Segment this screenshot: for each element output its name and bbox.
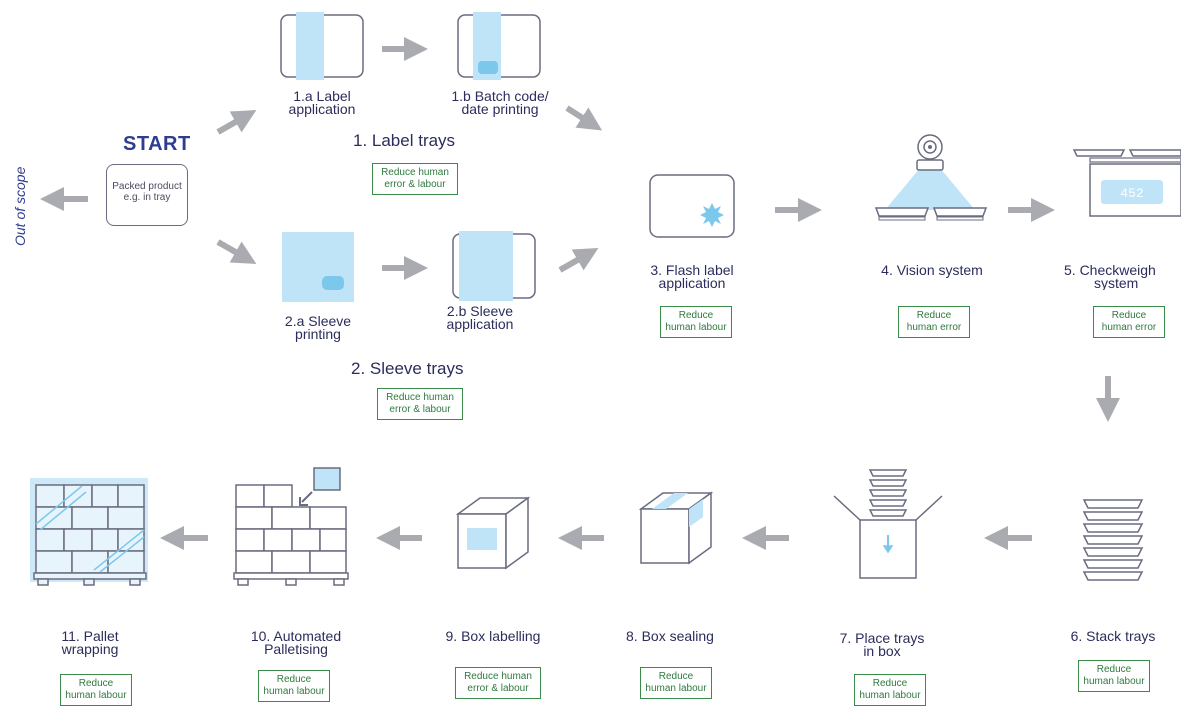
start-title: START (123, 133, 191, 155)
vision-camera-icon (874, 134, 988, 221)
step-4-label: 4. Vision system (881, 262, 983, 278)
start-box-line1: Packed product (112, 181, 182, 192)
step-1b-label: 1.b Batch code/date printing (451, 88, 549, 117)
start-box-line2: e.g. in tray (123, 192, 171, 203)
step-9-label: 9. Box labelling (445, 628, 541, 644)
stacked-trays-icon (1082, 499, 1144, 581)
step-8-label: 8. Box sealing (626, 628, 714, 644)
label-trays-title: 1. Label trays (353, 131, 456, 150)
box-sealing-icon (638, 491, 714, 565)
box-labelling-icon (455, 496, 531, 570)
pallet-wrapping-icon (30, 478, 148, 586)
checkweigh-scale-icon: 452 (1072, 149, 1181, 217)
palletising-icon (233, 467, 349, 586)
start-box: Packed product e.g. in tray (106, 164, 188, 226)
place-trays-in-box-icon (833, 469, 943, 579)
sleeve-printing-icon (282, 232, 354, 302)
sleeve-trays-title: 2. Sleeve trays (351, 359, 464, 378)
step-6-label: 6. Stack trays (1070, 628, 1156, 644)
flow-arrows (40, 37, 1120, 550)
arrow-start-to-2a (216, 239, 257, 264)
out-of-scope-label: Out of scope (12, 166, 28, 246)
scale-display: 452 (1120, 186, 1143, 201)
arrow-start-to-1a (216, 110, 257, 135)
flash-label-icon (649, 174, 735, 238)
sleeve-application-icon (452, 231, 536, 301)
batch-code-printing-icon (457, 12, 541, 80)
arrow-2b-to-3 (558, 248, 599, 273)
label-application-icon (280, 12, 364, 80)
arrow-1b-to-3 (565, 105, 603, 131)
